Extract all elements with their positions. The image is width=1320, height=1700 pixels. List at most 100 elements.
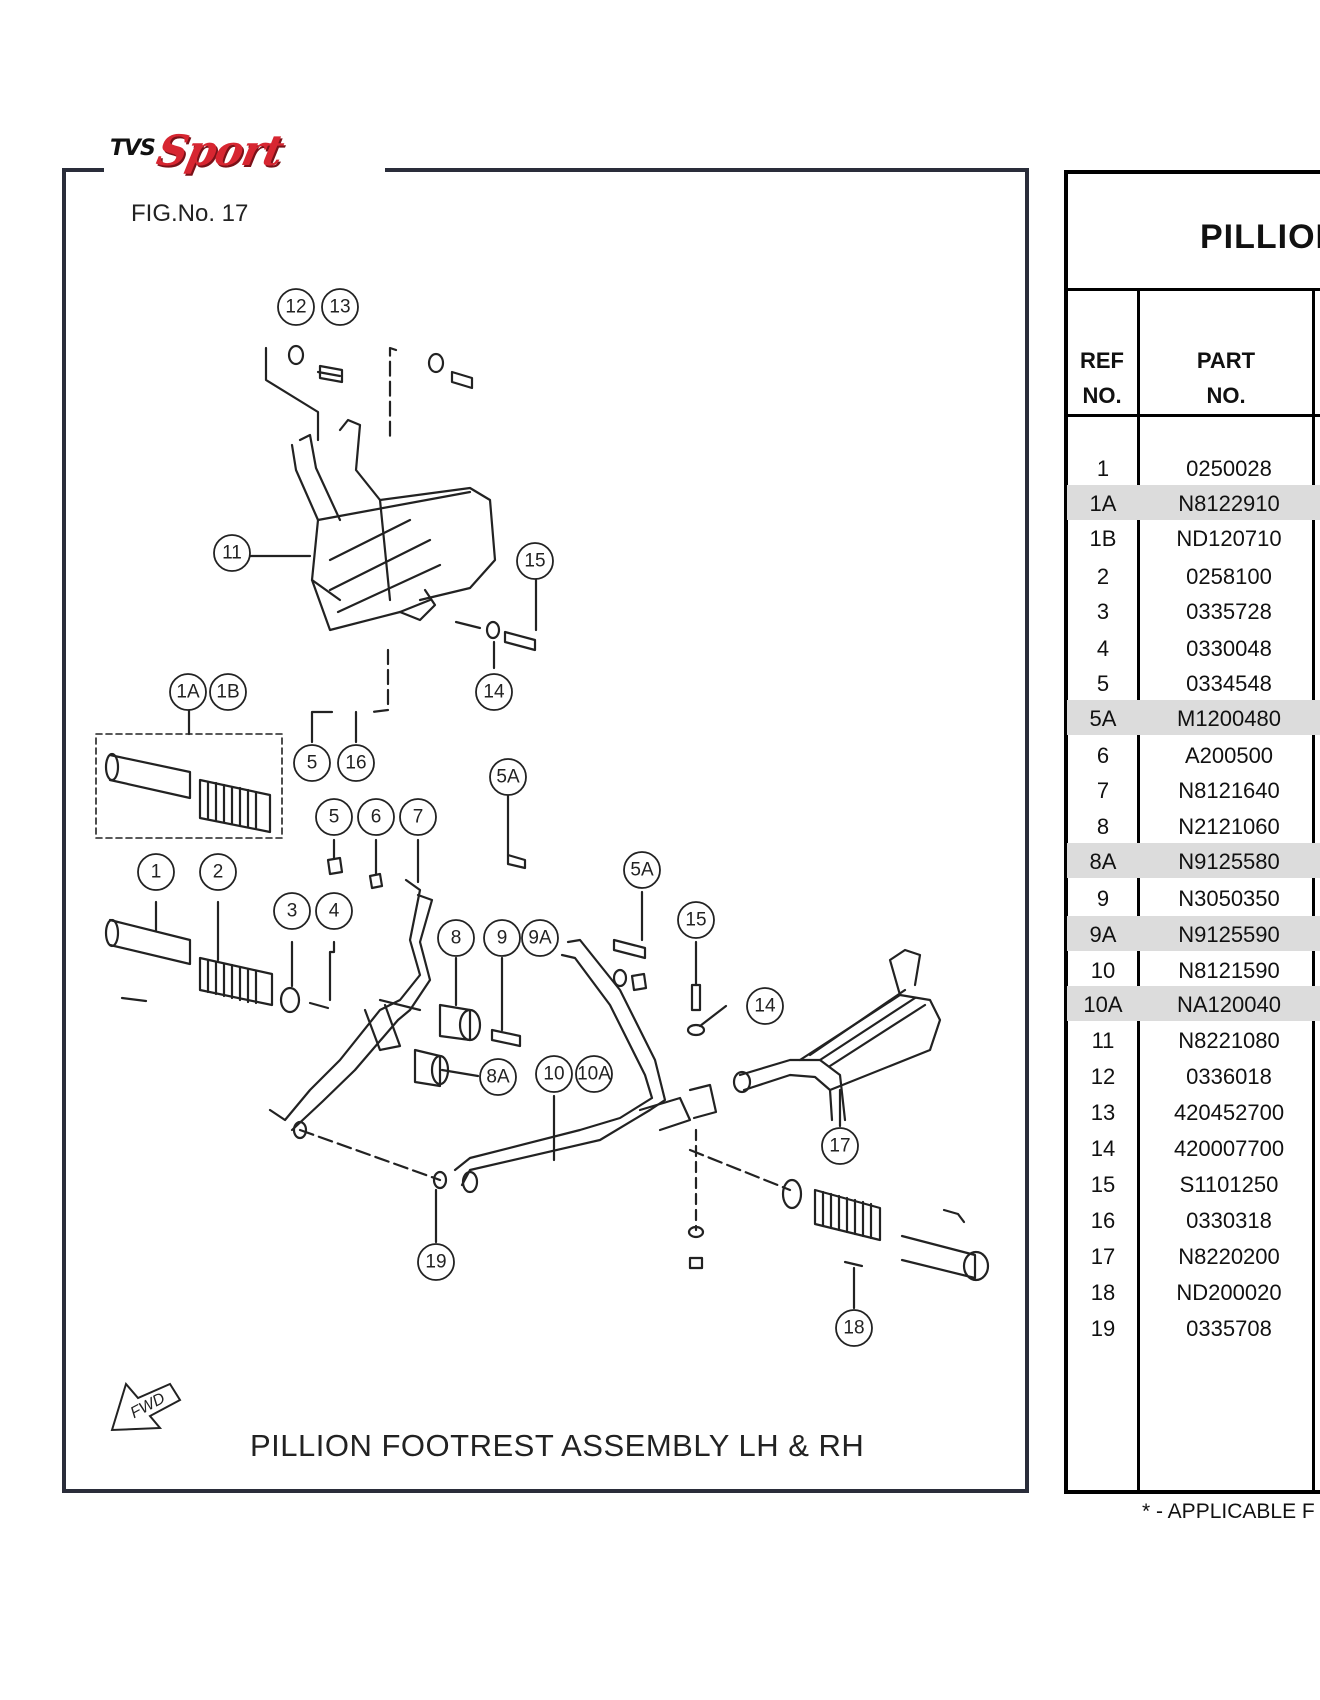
svg-text:17: 17 [829,1136,850,1157]
callout-5a-right: 5A [623,851,661,889]
svg-text:19: 19 [425,1252,446,1273]
row-part-no: 0335708 [1186,1316,1272,1341]
svg-text:5A: 5A [630,860,654,881]
table-row: 3 0335728 [1067,593,1320,628]
diagram-linework [95,344,990,1310]
row-part-no: N8221080 [1178,1028,1280,1053]
svg-text:1: 1 [151,862,162,883]
row-ref-no: 3 [1096,599,1110,624]
row-part-no: 0330318 [1186,1208,1272,1233]
callout-2: 2 [199,853,237,891]
row-ref-no: 7 [1096,778,1110,803]
figure-frame [62,168,1029,1493]
callout-16: 16 [337,744,375,782]
callout-15-right: 15 [677,901,715,939]
svg-text:11: 11 [222,543,242,564]
row-part-no: 0336018 [1186,1064,1272,1089]
row-part-no: S1101250 [1179,1172,1279,1197]
row-ref-no: 13 [1090,1100,1116,1125]
svg-text:5: 5 [329,807,340,828]
exploded-parts-diagram: 12 13 11 15 14 1A 1B 5 16 5A 5 6 7 1 2 3… [95,288,990,1432]
callout-12: 12 [277,288,315,326]
row-ref-no: 19 [1090,1316,1116,1341]
row-ref-no: 8 [1096,814,1110,839]
table-row: 1A N8122910 [1067,485,1320,520]
table-row: 19 0335708 [1067,1310,1320,1345]
row-ref-no: 8A [1089,849,1117,874]
table-row: 13 420452700 [1067,1094,1320,1129]
callout-14-top: 14 [475,673,513,711]
svg-text:16: 16 [345,753,366,774]
row-ref-no: 9A [1089,922,1117,947]
table-row: 15 S1101250 [1067,1166,1320,1201]
svg-text:10: 10 [543,1064,564,1085]
callout-10a: 10A [575,1055,613,1093]
row-ref-no: 6 [1096,743,1110,768]
callout-14-right: 14 [746,987,784,1025]
callout-1: 1 [137,853,175,891]
svg-text:5: 5 [307,753,318,774]
header-ref: REF NO. [1067,348,1137,409]
callout-8: 8 [437,919,475,957]
row-part-no: M1200480 [1177,706,1281,731]
callout-5-mid: 5 [315,798,353,836]
svg-text:14: 14 [483,682,505,703]
callout-5a-mid: 5A [489,758,527,796]
svg-text:1A: 1A [176,682,200,703]
callout-17: 17 [821,1127,859,1165]
row-ref-no: 17 [1090,1244,1116,1269]
callout-group: 12 13 11 15 14 1A 1B 5 16 5A 5 6 7 1 2 3… [137,288,873,1347]
figure-number: FIG.No. 17 [131,200,249,227]
row-part-no: 0258100 [1186,564,1272,589]
svg-text:4: 4 [329,901,340,922]
header-ref-line2: NO. [1082,383,1122,408]
row-ref-no: 15 [1090,1172,1116,1197]
table-title: PILLION [1200,218,1320,256]
callout-9: 9 [483,919,521,957]
header-part: PART NO. [1140,348,1312,409]
svg-text:15: 15 [685,910,706,931]
row-ref-no: 1A [1089,491,1117,516]
svg-text:9: 9 [497,928,508,949]
row-part-no: N2121060 [1178,814,1280,839]
row-part-no: NA120040 [1177,992,1281,1017]
row-part-no: ND120710 [1176,526,1282,551]
callout-7: 7 [399,798,437,836]
header-part-line2: NO. [1206,383,1246,408]
svg-text:9A: 9A [528,928,552,949]
row-ref-no: 4 [1096,636,1110,661]
callout-1b: 1B [209,673,247,711]
callout-15-top: 15 [516,542,554,580]
row-part-no: 420452700 [1173,1100,1285,1125]
row-ref-no: 9 [1096,886,1110,911]
fwd-arrow-icon: FWD [110,1381,182,1432]
row-part-no: N3050350 [1178,886,1280,911]
table-header-divider [1064,414,1320,417]
callout-13: 13 [321,288,359,326]
callout-1a: 1A [169,673,207,711]
svg-text:2: 2 [213,862,224,883]
row-part-no: N8122910 [1178,491,1280,516]
svg-text:6: 6 [371,807,382,828]
row-part-no: 0335728 [1186,599,1272,624]
svg-text:3: 3 [287,901,298,922]
svg-text:13: 13 [329,297,350,318]
row-ref-no: 10 [1090,958,1116,983]
svg-text:1B: 1B [216,682,239,703]
svg-text:10A: 10A [577,1064,611,1085]
table-title-divider [1064,288,1320,291]
svg-text:14: 14 [754,996,776,1017]
row-ref-no: 5 [1096,671,1110,696]
